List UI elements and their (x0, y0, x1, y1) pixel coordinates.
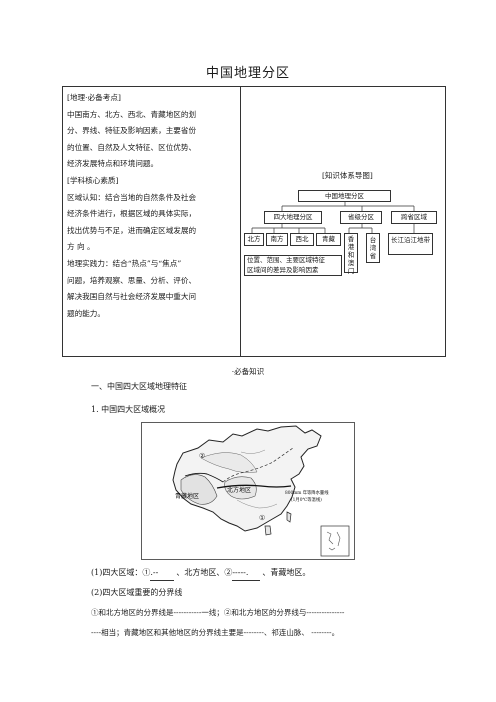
region-qingzang: 青藏 (316, 233, 341, 246)
map-annotation: (1月0℃等温线) (291, 496, 322, 503)
practice-line: 问题，培养观察、思量、分析、评价、 (67, 275, 197, 285)
mindmap-root: 中国地理分区 (298, 190, 391, 202)
practice-line: 地理实践力：结合“热点”与“焦点” (67, 258, 182, 268)
subsection-heading: 1. 中国四大区域概况 (91, 405, 166, 414)
practice-line: 题的能力。 (67, 308, 105, 318)
mindmap-label: [知识体系导图] (322, 171, 373, 180)
overview-left-cell: [地理·必备考点] 中国南方、北方、西北、青藏地区的划 分、界线、特征及影响因素… (67, 90, 235, 322)
core-line: 方 向 。 (67, 242, 95, 252)
china-regions-map: ② ① 青藏地区 北方地区 800mm 年等降水量线 (1月0℃等温线) (141, 422, 355, 560)
exam-line: 的位置、自然及人文特征、区位优势、 (67, 142, 197, 152)
branch-cross-province: 跨省区域 (391, 211, 437, 224)
province-hk-macau: 香港和澳门 (344, 233, 358, 275)
answer-blank[interactable]: .-- (150, 566, 175, 581)
answer-blank[interactable]: -----. (232, 566, 261, 581)
essentials-heading: ·必备知识 (231, 367, 265, 376)
region-south: 南方 (266, 233, 288, 246)
table-divider (240, 86, 241, 357)
core-literacy-heading: [学科核心素质] (67, 175, 119, 185)
overview-table (62, 86, 446, 357)
region-note: 区域间的差异及影响因素 (247, 265, 319, 274)
map-annotation: 800mm 年等降水量线 (285, 489, 329, 496)
blank-marker: ① (142, 568, 151, 577)
page-title: 中国地理分区 (205, 66, 290, 81)
exam-points-heading: [地理·必备考点] (67, 93, 121, 102)
map-label-north: 北方地区 (227, 486, 251, 494)
question-1-end: 、青藏地区。 (262, 568, 311, 577)
branch-provincial: 省级分区 (340, 211, 382, 224)
province-taiwan: 台湾省 (366, 233, 380, 263)
question-2-line: ----相当；青藏地区和其他地区的分界线主要是--------、祁连山脉、 --… (91, 628, 340, 637)
map-marker: ① (259, 514, 265, 522)
section-heading: 一、中国四大区域地理特征 (91, 382, 187, 391)
practice-line: 解决我国自然与社会经济发展中重大问 (67, 292, 197, 302)
region-northwest: 西北 (290, 233, 314, 246)
exam-line: 经济发展特点和环境问题。 (67, 159, 159, 169)
question-2-line: ①和北方地区的分界线是-----------一线；②和北方地区的分界线与----… (91, 608, 345, 617)
region-note: 位置、范围、主要区域特征 (247, 256, 325, 264)
exam-line: 分、界线、特征及影响因素，主要省份 (67, 126, 197, 136)
branch-four-regions: 四大地理分区 (264, 211, 322, 224)
question-2: (2)四大区域重要的分界线 (91, 588, 183, 597)
blank-marker: ② (224, 568, 233, 577)
question-1: (1)四大区域：①.--、北方地区、②-----.、青藏地区。 (91, 566, 310, 581)
core-line: 区域认知：结合当地的自然条件及社会 (67, 192, 197, 202)
core-line: 找出优势与不足，进而确定区域发展的 (67, 225, 197, 235)
map-label-qingzang: 青藏地区 (175, 492, 199, 500)
region-notes-box: 位置、范围、主要区域特征 区域间的差异及影响因素 (244, 255, 342, 276)
region-north: 北方 (244, 233, 264, 246)
question-1-prefix: (1)四大区域： (91, 568, 143, 577)
core-line: 经济条件进行，根据区域的具体实际， (67, 209, 197, 219)
cross-yangtze-belt: 长江沿江地带 (388, 233, 433, 255)
map-marker: ② (199, 452, 205, 460)
exam-line: 中国南方、北方、西北、青藏地区的划 (67, 109, 197, 119)
question-1-mid: 、北方地区、 (176, 568, 225, 577)
